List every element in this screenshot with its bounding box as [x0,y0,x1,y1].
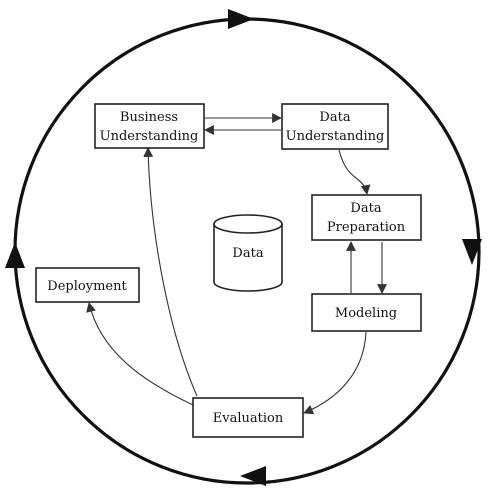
node-data-store: Data [213,214,283,292]
data-preparation-box [311,194,422,241]
data-preparation-label-line1: Data [350,201,381,216]
modeling-label: Modeling [335,306,397,321]
modeling-box [311,293,422,332]
arrow-evaluation-to-deployment [86,302,194,406]
ring-arrow-left [5,242,25,268]
node-data-understanding: Data Understanding [281,103,389,150]
arrow-data-understanding-to-preparation [338,149,371,195]
evaluation-box [192,397,304,438]
business-understanding-label-line2: Understanding [100,129,199,144]
node-deployment: Deployment [35,267,140,303]
data-store-label: Data [232,246,263,261]
data-understanding-label-line2: Understanding [286,129,385,144]
deployment-box [35,267,140,303]
node-data-preparation: Data Preparation [311,194,422,241]
node-business-understanding: Business Understanding [94,103,205,149]
arrow-modeling-to-evaluation [303,331,367,415]
data-cylinder-body [213,224,283,292]
node-evaluation: Evaluation [192,397,304,438]
data-cylinder-top [213,214,283,234]
ring-arrow-top [228,9,254,29]
data-understanding-box [281,103,389,150]
business-understanding-label-line1: Business [120,110,178,125]
evaluation-label: Evaluation [213,411,284,426]
deployment-label: Deployment [47,279,127,294]
data-preparation-label-line2: Preparation [327,220,406,235]
ring-arrow-right [462,239,482,265]
data-understanding-label-line1: Data [319,110,350,125]
node-modeling: Modeling [311,293,422,332]
arrow-evaluation-to-business [143,147,198,397]
business-understanding-box [94,103,205,149]
ring-arrow-bottom [240,466,266,486]
